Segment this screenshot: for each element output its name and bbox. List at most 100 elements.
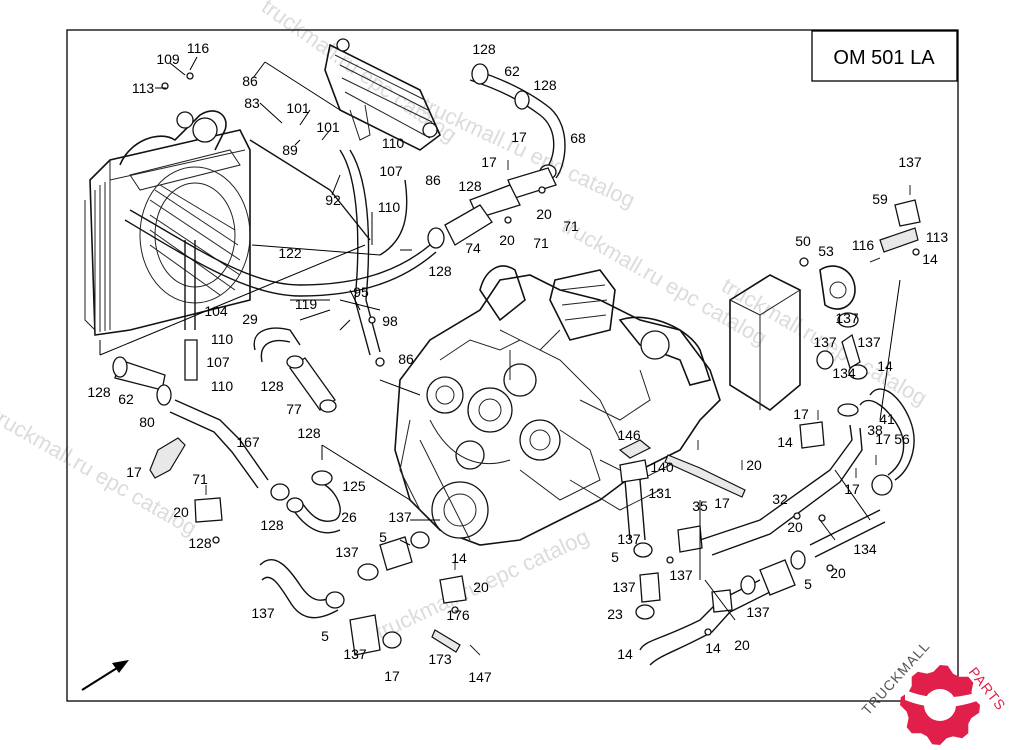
callout-label: 137 <box>835 310 859 326</box>
callout-label: 59 <box>872 191 888 207</box>
watermark-text: truckmall.ru epc catalog <box>0 403 201 541</box>
callout-label: 74 <box>465 240 481 256</box>
callout-label: 80 <box>139 414 155 430</box>
callout-label: 147 <box>468 669 492 685</box>
callout-label: 128 <box>260 378 284 394</box>
callout-label: 20 <box>830 565 846 581</box>
part-callouts: 109 116 113 86 83 101 101 89 92 128 62 128 17 110 107 1… <box>87 40 948 685</box>
callout-label: 77 <box>286 401 302 417</box>
callout-label: 29 <box>242 311 258 327</box>
callout-label: 20 <box>499 232 515 248</box>
callout-label: 128 <box>533 77 557 93</box>
callout-label: 119 <box>295 296 318 312</box>
callout-label: 122 <box>278 245 302 261</box>
callout-label: 104 <box>204 303 228 319</box>
callout-label: 20 <box>734 637 750 653</box>
coolant-hoses <box>112 63 921 666</box>
callout-label: 137 <box>669 567 693 583</box>
callout-label: 71 <box>533 235 549 251</box>
callout-label: 128 <box>188 535 212 551</box>
callout-label: 110 <box>378 199 401 215</box>
callout-label: 92 <box>325 192 341 208</box>
callout-label: 50 <box>795 233 811 249</box>
callout-label: 137 <box>746 604 770 620</box>
callout-label: 5 <box>321 628 329 644</box>
callout-label: 14 <box>705 640 721 656</box>
callout-label: 83 <box>244 95 260 111</box>
callout-label: 71 <box>192 471 208 487</box>
callout-label: 23 <box>607 606 623 622</box>
gear-icon <box>900 665 985 745</box>
callout-label: 17 <box>511 129 527 145</box>
callout-label: 17 <box>126 464 142 480</box>
callout-label: 17 <box>793 406 809 422</box>
callout-label: 128 <box>458 178 482 194</box>
callout-label: 113 <box>926 229 949 245</box>
callout-label: 137 <box>343 646 367 662</box>
callout-label: 35 <box>692 498 708 514</box>
callout-label: 14 <box>877 358 893 374</box>
callout-label: 89 <box>282 142 298 158</box>
callout-label: 137 <box>251 605 275 621</box>
callout-label: 128 <box>297 425 321 441</box>
callout-label: 5 <box>611 549 619 565</box>
truckmall-parts-logo: TRUCKMALL PARTS <box>858 638 1009 745</box>
callout-label: 101 <box>286 100 310 116</box>
callout-label: 38 <box>867 422 883 438</box>
callout-label: 17 <box>844 481 860 497</box>
callout-label: 137 <box>388 509 412 525</box>
callout-label: 14 <box>451 550 467 566</box>
callout-label: 134 <box>832 365 856 381</box>
callout-label: 17 <box>875 431 891 447</box>
callout-label: 20 <box>746 457 762 473</box>
callout-label: 71 <box>563 218 579 234</box>
callout-label: 20 <box>473 579 489 595</box>
callout-label: 20 <box>536 206 552 222</box>
callout-label: 14 <box>617 646 633 662</box>
model-label: OM 501 LA <box>833 47 935 69</box>
callout-label: 68 <box>570 130 586 146</box>
callout-label: 98 <box>382 313 398 329</box>
diagram-frame <box>66 29 959 702</box>
callout-label: 116 <box>852 237 875 253</box>
model-label-box: OM 501 LA <box>811 30 958 82</box>
callout-label: 125 <box>342 478 366 494</box>
callout-label: 146 <box>617 427 641 443</box>
callout-label: 5 <box>804 576 812 592</box>
callout-label: 107 <box>379 163 403 179</box>
callout-label: 134 <box>853 541 877 557</box>
callout-label: 14 <box>777 434 793 450</box>
callout-label: 62 <box>504 63 520 79</box>
callout-label: 137 <box>612 579 636 595</box>
callout-label: 116 <box>187 40 210 56</box>
callout-label: 137 <box>813 334 837 350</box>
callout-label: 176 <box>446 607 470 623</box>
callout-label: 32 <box>772 491 788 507</box>
callout-label: 14 <box>922 251 938 267</box>
callout-label: 167 <box>236 434 260 450</box>
callout-label: 17 <box>481 154 497 170</box>
callout-label: 62 <box>118 391 134 407</box>
callout-label: 137 <box>617 531 641 547</box>
callout-label: 110 <box>382 135 405 151</box>
callout-label: 128 <box>428 263 452 279</box>
callout-label: 137 <box>335 544 359 560</box>
callout-label: 86 <box>242 73 258 89</box>
callout-label: 107 <box>206 354 230 370</box>
callout-label: 128 <box>260 517 284 533</box>
callout-label: 173 <box>428 651 452 667</box>
callout-label: 26 <box>341 509 357 525</box>
callout-label: 53 <box>818 243 834 259</box>
watermark-text: truckmall.ru epc catalog <box>418 92 639 213</box>
callout-label: 109 <box>156 51 180 67</box>
callout-label: 137 <box>857 334 881 350</box>
expansion-tank <box>324 38 441 151</box>
callout-label: 17 <box>714 495 730 511</box>
callout-label: 5 <box>379 529 387 545</box>
callout-label: 95 <box>353 284 369 300</box>
callout-label: 140 <box>650 459 674 475</box>
callout-label: 110 <box>211 331 234 347</box>
radiator-assembly <box>84 110 251 336</box>
callout-label: 86 <box>425 172 441 188</box>
callout-label: 101 <box>316 119 340 135</box>
